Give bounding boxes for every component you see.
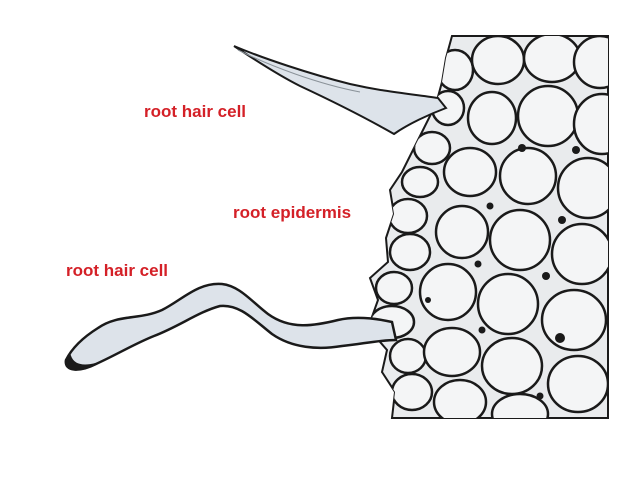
cell-junction: [518, 144, 526, 152]
label-root-hair-cell-bottom: root hair cell: [66, 261, 169, 280]
cell-junction: [572, 146, 580, 154]
cortex-cell: [466, 90, 518, 146]
cell-junction: [558, 216, 566, 224]
epidermal-cell: [374, 270, 414, 306]
label-root-hair-cell-top: root hair cell: [144, 102, 247, 121]
cortex-cell: [480, 336, 544, 396]
epidermal-cell: [388, 232, 432, 272]
cortex-cell: [546, 354, 608, 414]
epidermal-cell: [388, 337, 428, 375]
cell-junction: [555, 333, 565, 343]
cortex-cell: [522, 36, 582, 84]
epidermal-cell: [400, 165, 440, 199]
cell-junction: [536, 392, 544, 400]
cortex-cell: [516, 84, 580, 148]
cortex-cell: [422, 326, 482, 378]
cortex-cell: [432, 378, 488, 418]
epidermal-cell: [435, 48, 475, 92]
label-root-epidermis: root epidermis: [233, 203, 352, 222]
upper-root-hair-edge: [237, 49, 361, 93]
cortex-cell: [540, 288, 608, 352]
cortex-cell: [572, 36, 608, 90]
cell-junction: [474, 260, 482, 268]
lower-root-hair: [64, 282, 398, 371]
cortex-cell: [470, 36, 526, 86]
cortex-cell: [442, 146, 498, 198]
cortex-cell: [490, 392, 550, 418]
cortex-cell: [434, 204, 490, 260]
cell-junction: [425, 297, 431, 303]
epidermal-cell: [390, 372, 434, 412]
cell-junction: [542, 272, 550, 280]
cortex-cell: [550, 222, 608, 286]
cortex-cell: [572, 92, 608, 156]
lower-root-hair-tip: [64, 354, 97, 371]
upper-root-hair: [233, 45, 448, 136]
epidermal-cell: [412, 130, 452, 166]
cortex-cell: [418, 262, 478, 322]
cortex-cell: [488, 208, 552, 272]
epidermal-cell: [387, 197, 429, 235]
root-tissue: [366, 35, 609, 419]
cortex-cell: [498, 146, 558, 206]
cell-junction: [478, 326, 486, 334]
cortex-cell: [556, 156, 608, 220]
cortex-cell: [476, 272, 540, 336]
cell-junction: [486, 202, 494, 210]
